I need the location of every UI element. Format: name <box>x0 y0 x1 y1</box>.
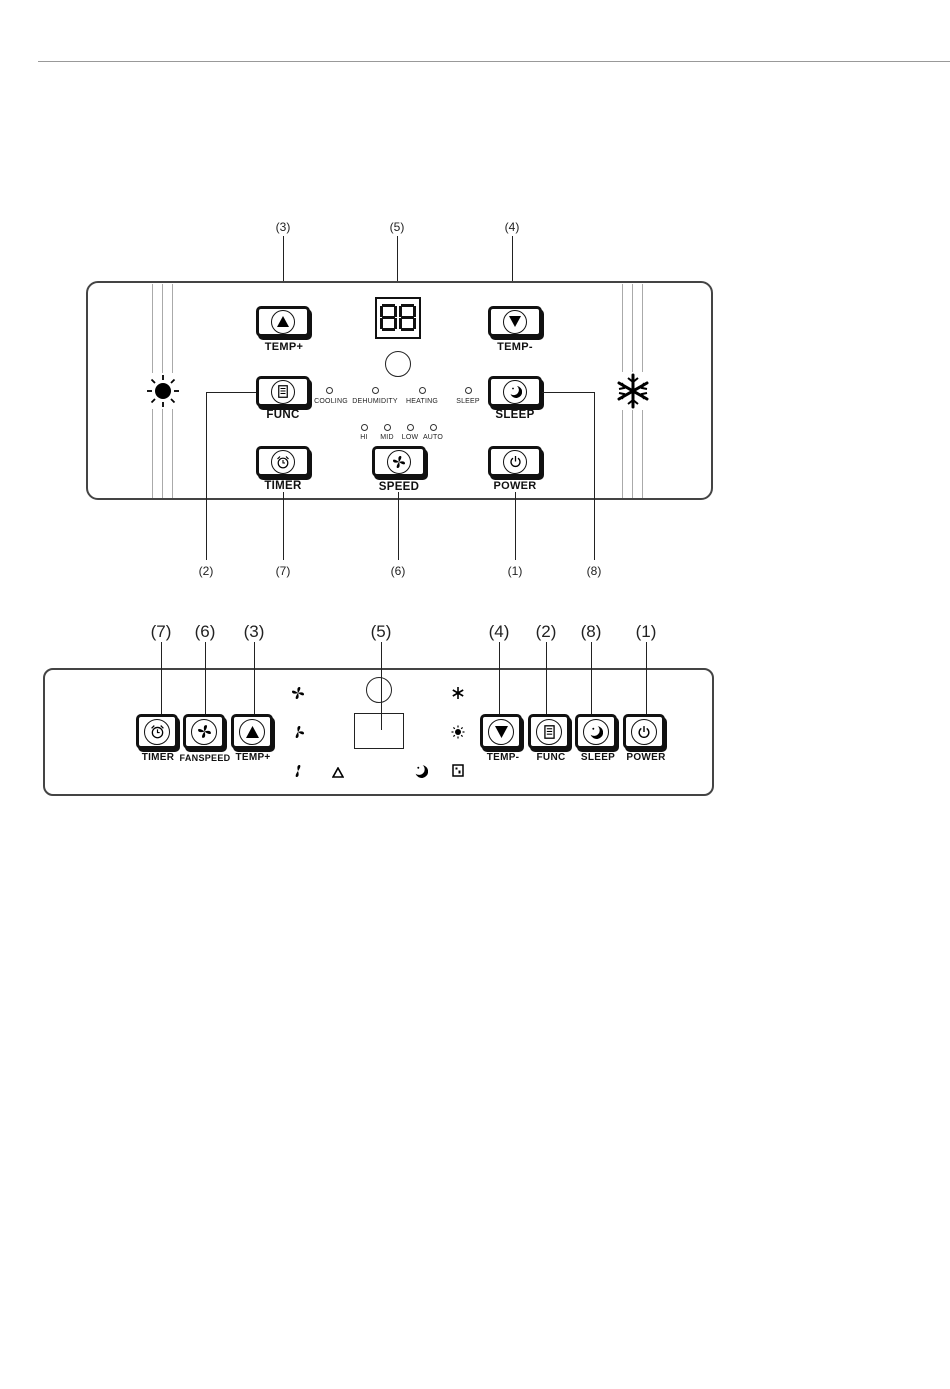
callout-3: (3) <box>244 622 265 642</box>
digital-display: 88 <box>375 297 421 339</box>
triangle-up-icon <box>271 310 295 334</box>
temp-up-button[interactable] <box>231 714 273 749</box>
callout-1: (1) <box>636 622 657 642</box>
fan-icon <box>191 719 217 745</box>
leader-line <box>542 392 594 393</box>
power-icon <box>631 719 657 745</box>
timer-label: TIMER <box>264 480 301 492</box>
callout-1: (1) <box>508 564 523 578</box>
timer-button[interactable] <box>136 714 178 749</box>
callout-8: (8) <box>587 564 602 578</box>
fan-icon <box>291 686 305 705</box>
document-icon <box>536 719 562 745</box>
temp-down-label: TEMP- <box>497 341 533 353</box>
triangle-down-icon <box>488 719 514 745</box>
sleep-led-label: SLEEP <box>456 398 480 405</box>
triangle-down-icon <box>503 310 527 334</box>
ir-receiver <box>385 351 411 377</box>
cooling-led-label: COOLING <box>314 398 348 405</box>
power-label: POWER <box>626 752 665 763</box>
document-icon <box>271 380 295 404</box>
temp-up-button[interactable] <box>256 306 310 337</box>
sleep-led <box>465 387 472 394</box>
callout-3: (3) <box>276 220 291 234</box>
fan-icon <box>291 764 305 783</box>
speed-label: SPEED <box>379 481 420 493</box>
func-label: FUNC <box>266 409 299 421</box>
speed-low-led <box>407 424 414 431</box>
ir-receiver <box>366 677 392 703</box>
sleep-label: SLEEP <box>495 409 534 421</box>
fanspeed-label: FANSPEED <box>180 753 231 763</box>
power-button[interactable] <box>623 714 665 749</box>
func-label: FUNC <box>537 752 566 763</box>
speed-button[interactable] <box>372 446 426 477</box>
callout-5: (5) <box>371 622 392 642</box>
alarm-clock-icon <box>271 450 295 474</box>
speed-low-label: LOW <box>402 434 419 441</box>
callout-4: (4) <box>489 622 510 642</box>
callout-8: (8) <box>581 622 602 642</box>
callout-5: (5) <box>390 220 405 234</box>
speed-auto-label: AUTO <box>423 434 443 441</box>
speed-auto-led <box>430 424 437 431</box>
callout-7: (7) <box>276 564 291 578</box>
callout-2: (2) <box>536 622 557 642</box>
callout-6: (6) <box>195 622 216 642</box>
callout-4: (4) <box>505 220 520 234</box>
sleep-button[interactable] <box>488 376 542 407</box>
timer-button[interactable] <box>256 446 310 477</box>
speed-hi-label: HI <box>360 434 367 441</box>
water-drop-icon <box>332 765 344 783</box>
callout-7: (7) <box>151 622 172 642</box>
dehumidity-led <box>372 387 379 394</box>
power-button[interactable] <box>488 446 542 477</box>
callout-6: (6) <box>391 564 406 578</box>
timer-label: TIMER <box>142 752 175 763</box>
leader-line <box>206 392 207 560</box>
triangle-up-icon <box>239 719 265 745</box>
moon-icon <box>583 719 609 745</box>
temp-down-button[interactable] <box>480 714 522 749</box>
cooling-led <box>326 387 333 394</box>
tank-icon <box>452 764 464 782</box>
temp-down-button[interactable] <box>488 306 542 337</box>
speed-mid-label: MID <box>380 434 393 441</box>
func-button[interactable] <box>528 714 570 749</box>
temp-up-label: TEMP+ <box>265 341 303 353</box>
heating-led-label: HEATING <box>406 398 438 405</box>
heating-led <box>419 387 426 394</box>
sleep-label: SLEEP <box>581 752 615 763</box>
alarm-clock-icon <box>144 719 170 745</box>
digital-display <box>354 713 404 749</box>
fan-icon <box>291 725 305 744</box>
snowflake-icon <box>451 686 465 705</box>
temp-down-label: TEMP- <box>487 752 520 763</box>
moon-icon <box>503 380 527 404</box>
dehumidity-led-label: DEHUMIDITY <box>352 398 398 405</box>
callout-2: (2) <box>199 564 214 578</box>
sleep-button[interactable] <box>575 714 617 749</box>
moon-icon <box>414 764 428 783</box>
snowflake-icon <box>614 372 652 410</box>
speed-hi-led <box>361 424 368 431</box>
sun-icon <box>451 725 465 744</box>
fan-icon <box>387 450 411 474</box>
sun-icon <box>145 373 181 409</box>
leader-line <box>515 492 516 560</box>
header-rule <box>38 61 950 62</box>
leader-line <box>283 492 284 560</box>
leader-line <box>206 392 256 393</box>
leader-line <box>594 392 595 560</box>
fanspeed-button[interactable] <box>183 714 225 749</box>
power-label: POWER <box>493 480 536 492</box>
func-button[interactable] <box>256 376 310 407</box>
leader-line <box>398 492 399 560</box>
speed-mid-led <box>384 424 391 431</box>
power-icon <box>503 450 527 474</box>
temp-up-label: TEMP+ <box>235 752 270 763</box>
